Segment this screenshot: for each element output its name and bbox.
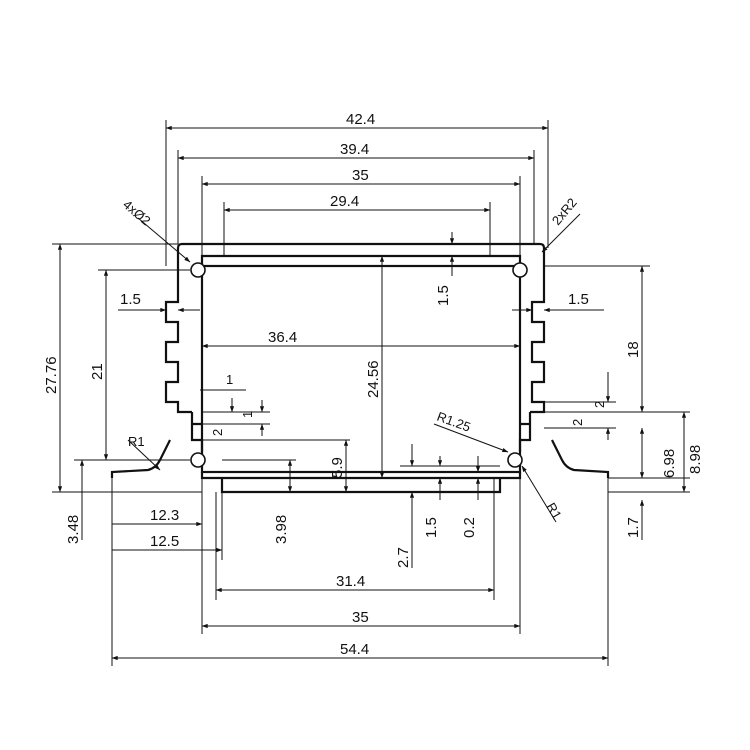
right-dimensions: 18 2 2 6.98 8.98 1.7 bbox=[544, 265, 704, 540]
screw-hole-top-left bbox=[190, 262, 206, 278]
dim-35-top: 35 bbox=[352, 167, 369, 184]
dim-3-98: 3.98 bbox=[273, 515, 290, 544]
left-slot bbox=[190, 412, 204, 452]
dim-3-48: 3.48 bbox=[65, 515, 82, 544]
top-dimensions: 42.4 39.4 35 29.4 4xØ2 2xR2 bbox=[120, 111, 581, 266]
dim-8-98: 8.98 bbox=[687, 445, 704, 474]
dim-27-76: 27.76 bbox=[43, 356, 60, 394]
dim-36-4: 36.4 bbox=[268, 329, 297, 346]
top-plate-inner bbox=[200, 254, 522, 266]
dim-18: 18 bbox=[625, 341, 642, 358]
dim-1-7: 1.7 bbox=[625, 517, 642, 538]
dim-35-bottom: 35 bbox=[352, 609, 369, 626]
dim-39-4: 39.4 bbox=[340, 141, 369, 158]
screw-hole-bottom-right bbox=[507, 452, 523, 468]
left-dimensions: 27.76 21 1.5 1.5 R1 3.48 12.3 12.5 bbox=[43, 243, 604, 560]
radius-callout: 2xR2 bbox=[549, 195, 580, 228]
right-wall-fins bbox=[530, 266, 546, 414]
inner-cavity bbox=[200, 264, 522, 474]
bottom-plate-inner bbox=[220, 478, 502, 494]
dim-12-3: 12.3 bbox=[150, 507, 179, 524]
dim-31-4: 31.4 bbox=[336, 573, 365, 590]
dim-1-5-inner: 1.5 bbox=[435, 285, 452, 306]
bottom-plate bbox=[200, 472, 522, 480]
top-plate bbox=[176, 242, 546, 266]
inner-dimensions: 24.56 36.4 1.5 1 1 2 5.9 3.98 R1.25 2.7 … bbox=[200, 232, 565, 568]
radius-r1-right: R1 bbox=[543, 500, 564, 522]
radius-r1-25: R1.25 bbox=[435, 409, 473, 435]
dim-2-right-a: 2 bbox=[592, 401, 607, 408]
dim-1-a: 1 bbox=[226, 372, 233, 387]
profile-outline bbox=[110, 242, 610, 494]
dim-29-4: 29.4 bbox=[330, 193, 359, 210]
dim-1-5-right: 1.5 bbox=[568, 291, 589, 308]
dim-42-4: 42.4 bbox=[346, 111, 375, 128]
radius-r1-left: R1 bbox=[128, 434, 145, 449]
screw-hole-top-right bbox=[512, 262, 528, 278]
dim-54-4: 54.4 bbox=[340, 641, 369, 658]
dim-0-2: 0.2 bbox=[461, 517, 478, 538]
dim-1-5-bottom: 1.5 bbox=[423, 517, 440, 538]
dim-2-left-slot: 2 bbox=[210, 429, 225, 436]
dim-6-98: 6.98 bbox=[661, 449, 678, 478]
hole-callout: 4xØ2 bbox=[120, 197, 153, 228]
dim-1-b: 1 bbox=[240, 411, 255, 418]
dim-12-5: 12.5 bbox=[150, 533, 179, 550]
dim-2-7: 2.7 bbox=[395, 547, 412, 568]
dim-2-right-b: 2 bbox=[570, 419, 585, 426]
bottom-right-flange bbox=[551, 439, 610, 478]
left-wall-fins bbox=[164, 266, 192, 414]
dim-24-56: 24.56 bbox=[365, 360, 382, 398]
dim-21: 21 bbox=[89, 363, 106, 380]
dim-1-5-left: 1.5 bbox=[120, 291, 141, 308]
right-slot bbox=[518, 412, 532, 452]
dim-5-9: 5.9 bbox=[329, 457, 346, 478]
bottom-dimensions: 31.4 35 54.4 bbox=[111, 478, 609, 666]
screw-hole-bottom-left bbox=[190, 452, 206, 468]
